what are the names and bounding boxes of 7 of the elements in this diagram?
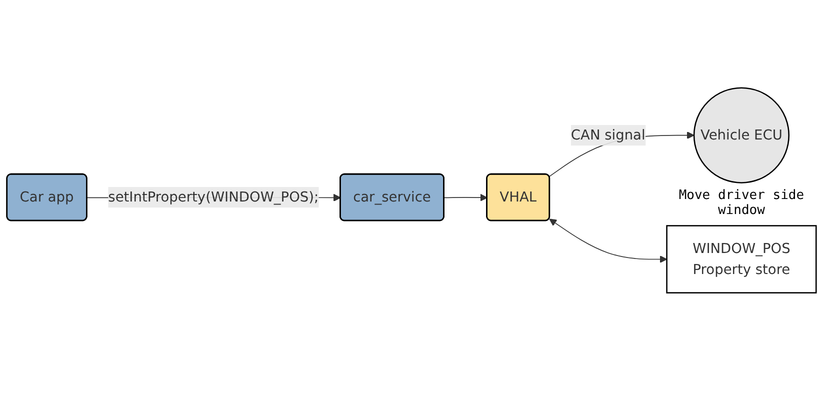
node-caption: Move driver side window: [678, 188, 806, 218]
edge-label: CAN signal: [570, 126, 646, 143]
node-circle: Vehicle ECU: [693, 86, 790, 184]
arrow: [549, 218, 668, 263]
edge-label: setIntProperty(WINDOW_POS);: [108, 188, 319, 205]
arrow: [444, 193, 488, 202]
node-box: WINDOW_POS Property store: [666, 224, 817, 294]
